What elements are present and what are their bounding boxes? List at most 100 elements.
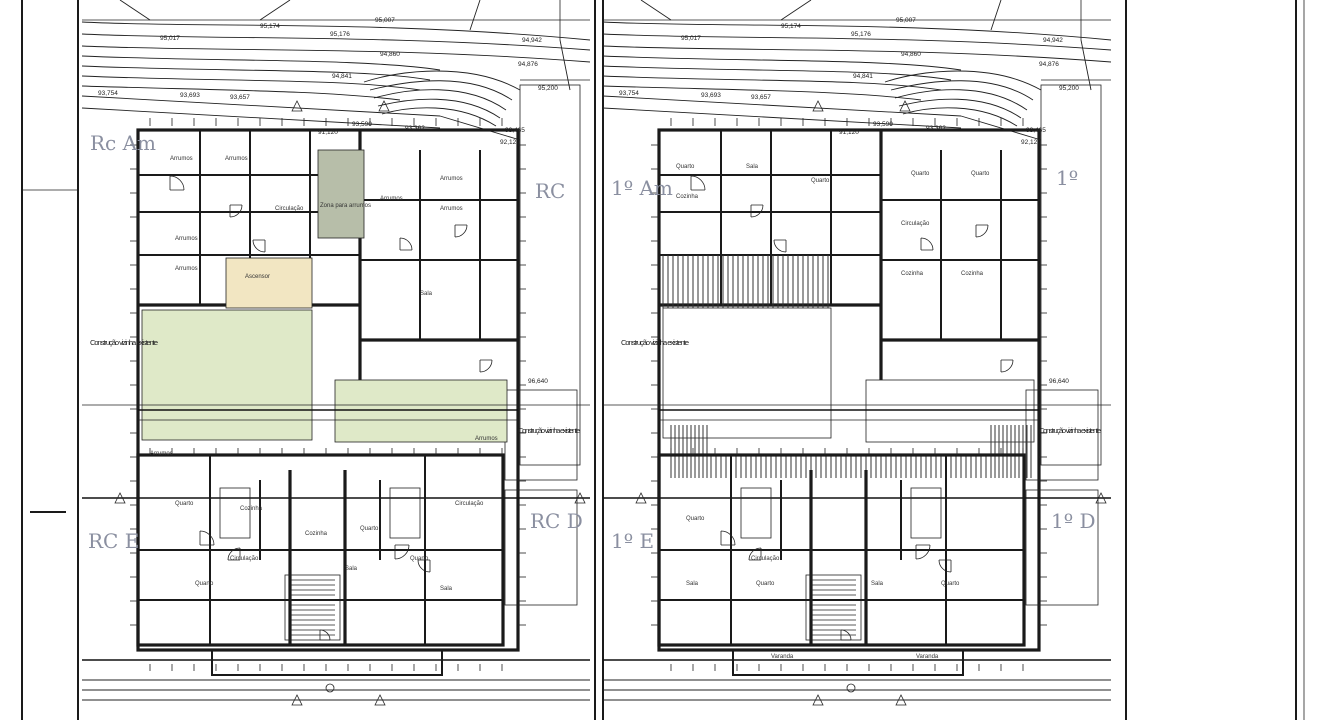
- door-swing: [169, 175, 185, 191]
- handwritten-note: Rc Am: [90, 131, 156, 155]
- terrain-contour: [602, 21, 1112, 41]
- section-marker: [635, 492, 647, 504]
- bathroom-box: [219, 487, 251, 539]
- room-label: Sala: [345, 566, 358, 572]
- handwritten-note: 1º: [1056, 166, 1078, 190]
- door-symbol: [454, 224, 468, 238]
- room-label: Cozinha: [305, 531, 328, 537]
- elevation-label: 92,120: [500, 139, 520, 146]
- door-swing: [938, 559, 952, 573]
- elevation-label: 94,860: [380, 51, 400, 58]
- door-symbol: [690, 175, 706, 191]
- terrain-contour: [377, 98, 501, 119]
- elevation-label: 94,942: [522, 37, 542, 44]
- door-symbol: [227, 547, 241, 561]
- door-symbol: [169, 175, 185, 191]
- room-label: Sala: [686, 581, 699, 587]
- room-label: Quarto: [360, 526, 379, 532]
- door-swing: [915, 544, 931, 560]
- door-symbol: [1000, 359, 1014, 373]
- terrain-contour: [119, 0, 151, 21]
- bathroom-box: [389, 487, 421, 539]
- elevation-label: 94,942: [1043, 37, 1063, 44]
- room-label: Cozinha: [240, 506, 263, 512]
- door-swing: [394, 544, 410, 560]
- elevation-label: 91,120: [318, 129, 338, 136]
- room-label: Circulação: [455, 501, 484, 507]
- terrain-contour: [894, 89, 1028, 111]
- elevation-label: 94,860: [901, 51, 921, 58]
- door-swing: [227, 547, 241, 561]
- elevation-label: 95,200: [538, 85, 558, 92]
- door-symbol: [252, 239, 266, 253]
- door-swing: [417, 559, 431, 573]
- door-symbol: [319, 629, 331, 641]
- terrain-contour: [369, 80, 513, 101]
- elevation-label: 93,693: [701, 92, 721, 99]
- terrain-contour: [373, 89, 507, 111]
- door-symbol: [720, 530, 736, 546]
- terrain-contour: [602, 65, 952, 81]
- room-label: Quarto: [195, 581, 214, 587]
- elevation-label: 93,465: [505, 127, 525, 134]
- neighbor-label-right: Construção vizinha existente: [518, 426, 580, 435]
- door-symbol: [229, 204, 243, 218]
- terrain-contour: [81, 55, 441, 71]
- section-marker: [291, 694, 303, 706]
- door-symbol: [975, 224, 989, 238]
- door-symbol: [773, 239, 787, 253]
- room-label: Circulação: [275, 206, 304, 212]
- storage-zone: [317, 149, 365, 239]
- door-swing: [840, 629, 852, 641]
- room-label: Cozinha: [901, 271, 924, 277]
- neighbor-building-box: [1025, 389, 1099, 481]
- void-area: [662, 307, 832, 439]
- door-symbol: [915, 544, 931, 560]
- room-label: Cozinha: [676, 194, 699, 200]
- room-label: Arrumos: [170, 156, 193, 162]
- terrain-contour: [259, 0, 291, 21]
- door-symbol: [750, 204, 764, 218]
- elevation-label: 96,640: [528, 378, 548, 385]
- elevation-label: 95,017: [681, 35, 701, 42]
- terrain-contour: [890, 80, 1034, 101]
- elevation-label: 95,176: [330, 31, 350, 38]
- door-swing: [252, 239, 266, 253]
- section-marker: [114, 492, 126, 504]
- door-swing: [690, 175, 706, 191]
- room-label: Quarto: [941, 581, 960, 587]
- room-label: Arrumos: [225, 156, 248, 162]
- terrain-contour: [602, 107, 962, 129]
- terrain-contour: [1080, 39, 1092, 91]
- section-marker: [812, 100, 824, 112]
- terrain-contour: [602, 95, 962, 117]
- room-label: Zona para arrumos: [320, 203, 371, 209]
- room-label: Quarto: [811, 178, 830, 184]
- room-label: Quarto: [175, 501, 194, 507]
- terrain-contour: [902, 107, 1018, 127]
- room-label: Quarto: [676, 164, 695, 170]
- terrain-contour: [381, 107, 497, 127]
- neighbor-label-left: Construção vizinha existente: [621, 338, 689, 347]
- terrain-contour: [81, 65, 431, 81]
- terrain-contour: [363, 70, 521, 91]
- section-marker: [291, 100, 303, 112]
- stair-block: [805, 574, 862, 641]
- void-area: [865, 379, 1035, 443]
- terrain-contour: [960, 115, 1042, 141]
- section-marker: [812, 694, 824, 706]
- north-point: [846, 683, 856, 693]
- terrain-contour: [81, 45, 591, 63]
- room-label: Cozinha: [961, 271, 984, 277]
- balcony-outline: [211, 649, 443, 676]
- room-label: Quarto: [911, 171, 930, 177]
- door-symbol: [748, 547, 762, 561]
- door-swing: [920, 237, 934, 251]
- room-label: Arrumos: [150, 451, 173, 457]
- terrain-contour: [640, 0, 672, 21]
- room-label: Quarto: [686, 516, 705, 522]
- section-marker: [378, 100, 390, 112]
- elevation-label: 94,876: [518, 61, 538, 68]
